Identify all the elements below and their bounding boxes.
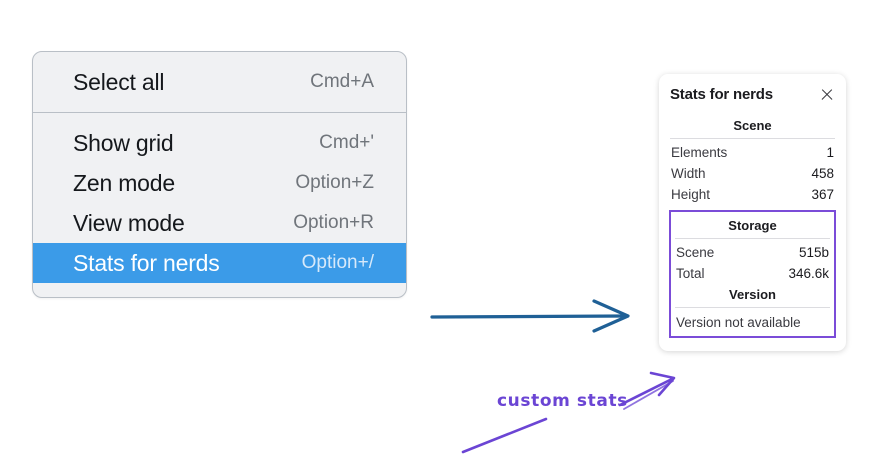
menu-item-select-all[interactable]: Select all Cmd+A <box>33 62 406 102</box>
purple-arrow-to-version <box>618 371 676 410</box>
menu-item-shortcut: Option+Z <box>295 172 374 193</box>
menu-item-show-grid[interactable]: Show grid Cmd+' <box>33 123 406 163</box>
stat-key: Total <box>676 266 705 281</box>
stat-value: 515b <box>798 245 829 260</box>
stat-row: Total 346.6k <box>675 263 830 284</box>
section-divider <box>675 238 830 239</box>
custom-stats-highlight-box: Storage Scene 515b Total 346.6k Version … <box>669 210 836 338</box>
blue-arrow <box>430 299 630 333</box>
menu-item-label: View mode <box>73 209 185 236</box>
menu-item-view-mode[interactable]: View mode Option+R <box>33 203 406 243</box>
menu-item-label: Select all <box>73 68 165 95</box>
context-menu-group-1: Select all Cmd+A <box>33 52 406 112</box>
stat-value: 1 <box>826 145 834 160</box>
menu-separator <box>33 112 406 113</box>
menu-item-shortcut: Cmd+' <box>319 132 374 153</box>
version-note: Version not available <box>676 315 801 330</box>
close-icon[interactable] <box>819 87 835 103</box>
stat-row: Width 458 <box>670 163 835 184</box>
menu-item-label: Stats for nerds <box>73 249 220 276</box>
menu-item-shortcut: Option+/ <box>301 252 374 273</box>
menu-item-zen-mode[interactable]: Zen mode Option+Z <box>33 163 406 203</box>
menu-item-shortcut: Cmd+A <box>310 71 374 92</box>
stat-key: Elements <box>671 145 728 160</box>
stat-value: 346.6k <box>788 266 829 281</box>
menu-item-stats-for-nerds[interactable]: Stats for nerds Option+/ <box>33 243 406 283</box>
menu-item-label: Show grid <box>73 129 174 156</box>
context-menu-group-2: Show grid Cmd+' Zen mode Option+Z View m… <box>33 113 406 297</box>
context-menu[interactable]: Select all Cmd+A Show grid Cmd+' Zen mod… <box>32 51 407 298</box>
stat-key: Width <box>671 166 706 181</box>
stats-section-scene: Scene Elements 1 Width 458 Height 367 <box>670 116 835 205</box>
panel-title: Stats for nerds <box>670 86 773 103</box>
panel-header: Stats for nerds <box>670 86 835 103</box>
section-divider <box>670 138 835 139</box>
stats-section-storage: Storage Scene 515b Total 346.6k <box>675 215 830 284</box>
stats-section-version: Version Version not available <box>675 284 830 331</box>
section-heading: Storage <box>728 218 777 233</box>
section-heading: Version <box>729 287 776 302</box>
menu-item-label: Zen mode <box>73 169 175 196</box>
menu-item-shortcut: Option+R <box>293 212 374 233</box>
purple-underline-stroke <box>461 417 548 454</box>
stats-for-nerds-panel: Stats for nerds Scene Elements 1 Width 4… <box>659 74 846 351</box>
stat-value: 458 <box>811 166 834 181</box>
stat-key: Height <box>671 187 711 202</box>
stat-value: 367 <box>811 187 834 202</box>
annotation-note: custom stats <box>497 391 628 411</box>
stat-row: Height 367 <box>670 184 835 205</box>
stat-row: Elements 1 <box>670 142 835 163</box>
section-divider <box>675 307 830 308</box>
section-heading: Scene <box>733 118 772 133</box>
stat-row: Scene 515b <box>675 242 830 263</box>
stat-key: Scene <box>676 245 715 260</box>
